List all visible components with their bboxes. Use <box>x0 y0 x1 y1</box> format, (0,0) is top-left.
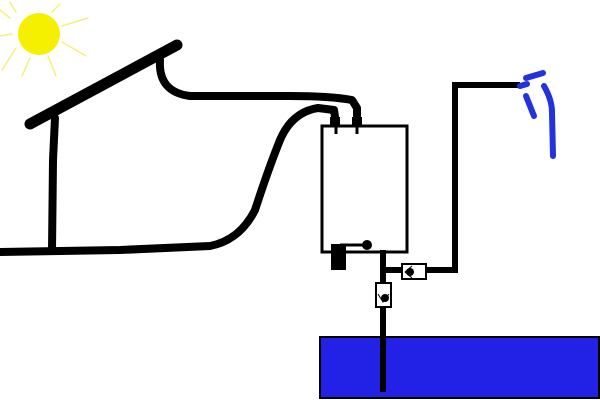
ground-line <box>0 104 340 256</box>
tap-water-stream <box>517 70 556 159</box>
water-tank <box>320 124 409 254</box>
collector-hot-pipe <box>155 56 361 128</box>
pump <box>331 244 346 270</box>
float-ball <box>362 240 372 250</box>
house-outline <box>0 39 361 256</box>
check-valve-vertical <box>375 282 392 308</box>
house-wall <box>48 114 59 254</box>
hot-water-line <box>426 82 520 273</box>
water-reservoir <box>319 336 600 399</box>
roof-solar-collector <box>24 39 183 130</box>
tank-inlet-left <box>330 117 340 127</box>
tank-inlet-right <box>352 117 362 127</box>
check-valve-horizontal <box>401 263 427 280</box>
sun-icon <box>0 1 89 77</box>
